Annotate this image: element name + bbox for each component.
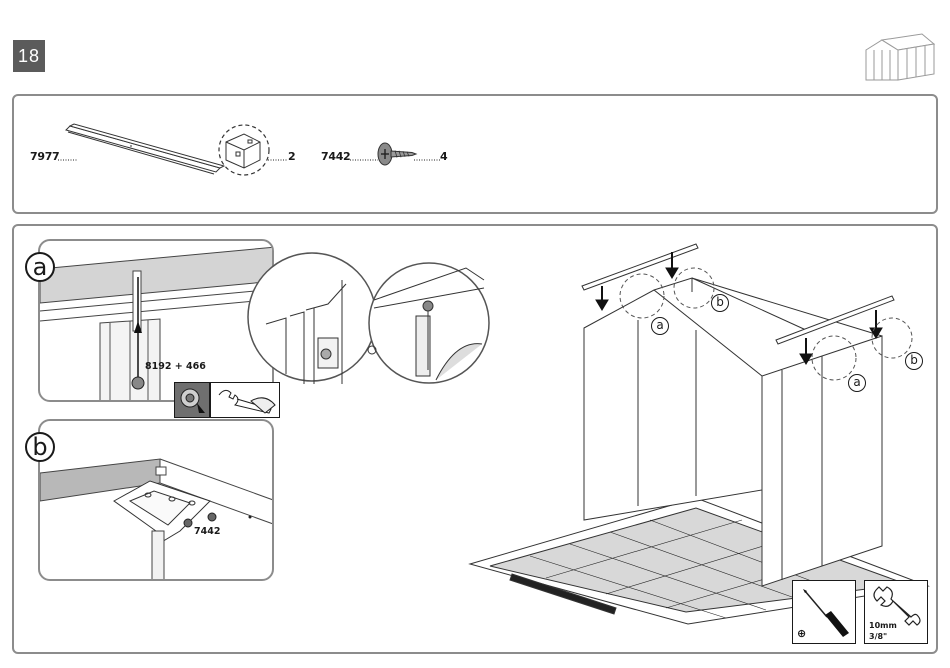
part-dots-leader: [268, 159, 288, 162]
part-dots-leader: [414, 159, 440, 162]
part-quantity-7442: 4: [440, 150, 447, 163]
wrench-size-metric: 10mm: [869, 621, 897, 631]
detail-a-callout: a: [25, 252, 55, 282]
wrench-size-icon: [871, 585, 923, 625]
screwdriver-icon: [799, 587, 851, 639]
part-quantity-7977: 2: [288, 150, 295, 163]
nut-hand-tighten-icon: [174, 382, 210, 418]
detail-a-fastener-label: 8192 + 466: [145, 361, 206, 372]
part-code-7977: 7977: [30, 150, 59, 163]
main-callout-b-left: b: [711, 294, 729, 312]
screwdriver-tool-box: ⊕: [792, 580, 856, 644]
detail-a-magnifier-left: [246, 244, 378, 390]
shed-thumbnail-icon: [858, 32, 938, 84]
step-number-badge: 18: [13, 40, 45, 72]
detail-a-panel: [38, 239, 274, 402]
phillips-symbol: ⊕: [797, 629, 806, 639]
main-callout-b-right: b: [905, 352, 923, 370]
detail-a-drawing: [40, 241, 274, 402]
shed-assembly-drawing: [466, 230, 926, 630]
wrench-icon: [215, 387, 277, 415]
main-callout-a-left: a: [651, 317, 669, 335]
detail-b-callout: b: [25, 432, 55, 462]
detail-b-drawing: [40, 421, 274, 581]
detail-b-screw-label: 7442: [194, 526, 220, 537]
part-code-7442: 7442: [321, 150, 350, 163]
wrench-tool-box: 10mm 3/8": [864, 580, 928, 644]
detail-b-panel: [38, 419, 274, 581]
nut-icon: [179, 387, 205, 413]
screw-icon: [376, 140, 418, 168]
wrench-size-imperial: 3/8": [869, 632, 887, 642]
wrench-tighten-icon: [210, 382, 280, 418]
main-callout-a-right: a: [848, 374, 866, 392]
roof-beam-part-icon: [60, 120, 290, 180]
part-dots-leader: [350, 159, 378, 162]
